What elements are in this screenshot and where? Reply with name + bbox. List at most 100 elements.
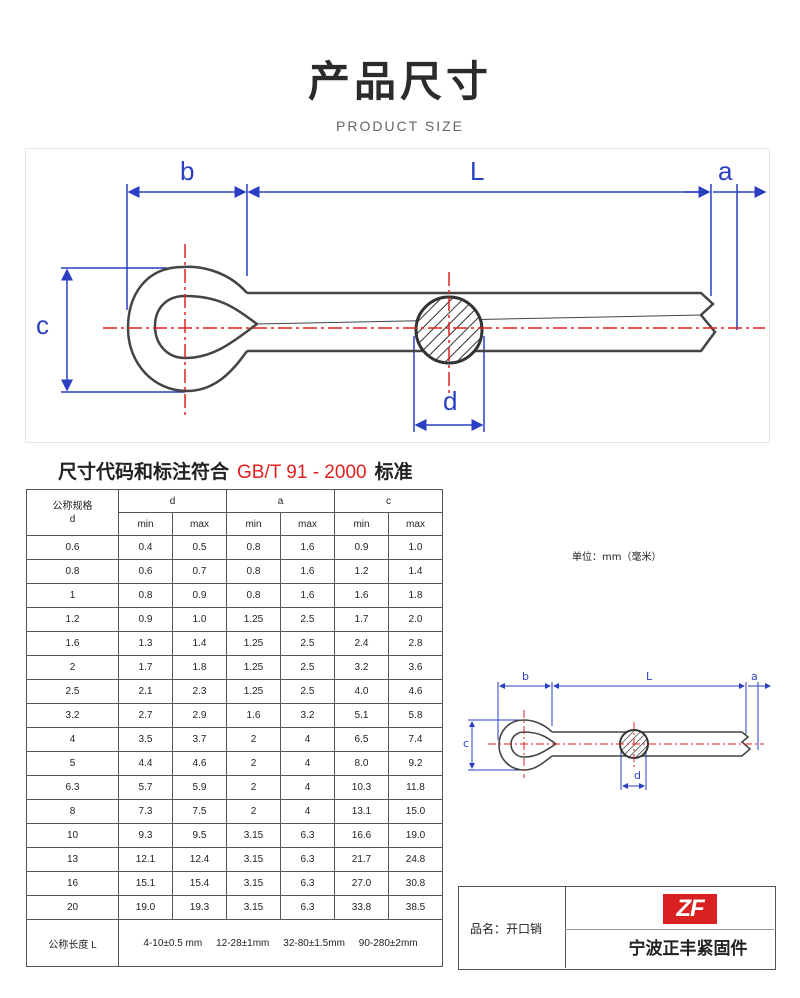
cell: 12.4 xyxy=(172,847,227,872)
cell: 3.2 xyxy=(280,703,335,728)
cell: 1.6 xyxy=(280,559,335,584)
header-d-min: min xyxy=(118,512,173,536)
cell: 6.3 xyxy=(280,871,335,896)
unit-note: 单位：mm（毫米） xyxy=(572,552,662,563)
cell: 0.9 xyxy=(172,583,227,608)
cell: 2.9 xyxy=(172,703,227,728)
standard-suffix: 标准 xyxy=(374,461,413,483)
cell: 1.3 xyxy=(118,631,173,656)
cell: 1.8 xyxy=(172,655,227,680)
page-subtitle: PRODUCT SIZE xyxy=(336,118,464,134)
cell: 6.3 xyxy=(280,847,335,872)
cell: 2 xyxy=(226,775,281,800)
cell: 4 xyxy=(26,727,119,752)
small-dim-label-b: b xyxy=(522,670,529,683)
cell: 0.8 xyxy=(26,559,119,584)
cell: 27.0 xyxy=(334,871,389,896)
cell: 7.5 xyxy=(172,799,227,824)
cell: 10.3 xyxy=(334,775,389,800)
small-dim-label-d: d xyxy=(634,769,641,782)
cell: 5.9 xyxy=(172,775,227,800)
cell: 2 xyxy=(226,799,281,824)
cell: 4 xyxy=(280,799,335,824)
dim-label-d: d xyxy=(443,386,458,416)
cell: 0.8 xyxy=(118,583,173,608)
cell: 1.6 xyxy=(280,535,335,560)
cell: 2.8 xyxy=(388,631,443,656)
cell: 13.1 xyxy=(334,799,389,824)
cell: 9.3 xyxy=(118,823,173,848)
dim-label-L: L xyxy=(470,156,485,186)
cell: 19.0 xyxy=(118,895,173,920)
cell: 16.6 xyxy=(334,823,389,848)
cell: 0.9 xyxy=(334,535,389,560)
cell: 0.7 xyxy=(172,559,227,584)
cell: 2.4 xyxy=(334,631,389,656)
cell: 5.8 xyxy=(388,703,443,728)
dim-label-b: b xyxy=(180,156,195,186)
cell: 1 xyxy=(26,583,119,608)
cell: 1.4 xyxy=(388,559,443,584)
cell: 21.7 xyxy=(334,847,389,872)
cell: 1.8 xyxy=(388,583,443,608)
cell: 6.3 xyxy=(280,895,335,920)
cell: 15.0 xyxy=(388,799,443,824)
cell: 3.15 xyxy=(226,847,281,872)
cell: 1.6 xyxy=(226,703,281,728)
cell: 2 xyxy=(226,727,281,752)
small-dim-label-L: L xyxy=(646,670,653,683)
header-a-max: max xyxy=(280,512,335,536)
cell: 3.2 xyxy=(26,703,119,728)
length-row: 公称长度 L 4-10±0.5 mm 12-28±1mm 32-80±1.5mm… xyxy=(26,919,443,967)
spec-table: 公称规格 d d a c min max min max min max 0.6… xyxy=(26,489,443,967)
product-name: 品名：开口销 xyxy=(470,922,543,936)
cell: 15.4 xyxy=(172,871,227,896)
cell: 2.7 xyxy=(118,703,173,728)
cell: 1.25 xyxy=(226,679,281,704)
cell: 4.0 xyxy=(334,679,389,704)
cell: 11.8 xyxy=(388,775,443,800)
box-divider xyxy=(565,887,566,968)
cell: 15.1 xyxy=(118,871,173,896)
dim-label-c: c xyxy=(36,310,49,340)
cell: 7.4 xyxy=(388,727,443,752)
cell: 12.1 xyxy=(118,847,173,872)
cell: 4.4 xyxy=(118,751,173,776)
length-label: 公称长度 L xyxy=(26,919,119,967)
cell: 4.6 xyxy=(388,679,443,704)
standard-code: GB/T 91 - 2000 xyxy=(237,462,367,483)
cell: 0.6 xyxy=(118,559,173,584)
cell: 8 xyxy=(26,799,119,824)
cell: 1.25 xyxy=(226,607,281,632)
cell: 8.0 xyxy=(334,751,389,776)
header-d: d xyxy=(118,489,227,513)
length-ranges: 4-10±0.5 mm 12-28±1mm 32-80±1.5mm 90-280… xyxy=(118,919,443,967)
cell: 2 xyxy=(26,655,119,680)
header-d-max: max xyxy=(172,512,227,536)
cell: 2.5 xyxy=(26,679,119,704)
cell: 2.5 xyxy=(280,655,335,680)
header-c: c xyxy=(334,489,443,513)
cell: 3.15 xyxy=(226,823,281,848)
company-box xyxy=(458,886,776,970)
cell: 1.6 xyxy=(26,631,119,656)
standard-prefix: 尺寸代码和标注符合 xyxy=(58,461,230,483)
cell: 2.0 xyxy=(388,607,443,632)
cell: 1.4 xyxy=(172,631,227,656)
company-name: 宁波正丰紧固件 xyxy=(628,939,748,959)
cell: 10 xyxy=(26,823,119,848)
cell: 0.6 xyxy=(26,535,119,560)
cell: 2.5 xyxy=(280,679,335,704)
box-divider-horizontal xyxy=(565,929,774,930)
cotter-pin-diagram-small xyxy=(468,682,771,790)
cell: 1.6 xyxy=(334,583,389,608)
